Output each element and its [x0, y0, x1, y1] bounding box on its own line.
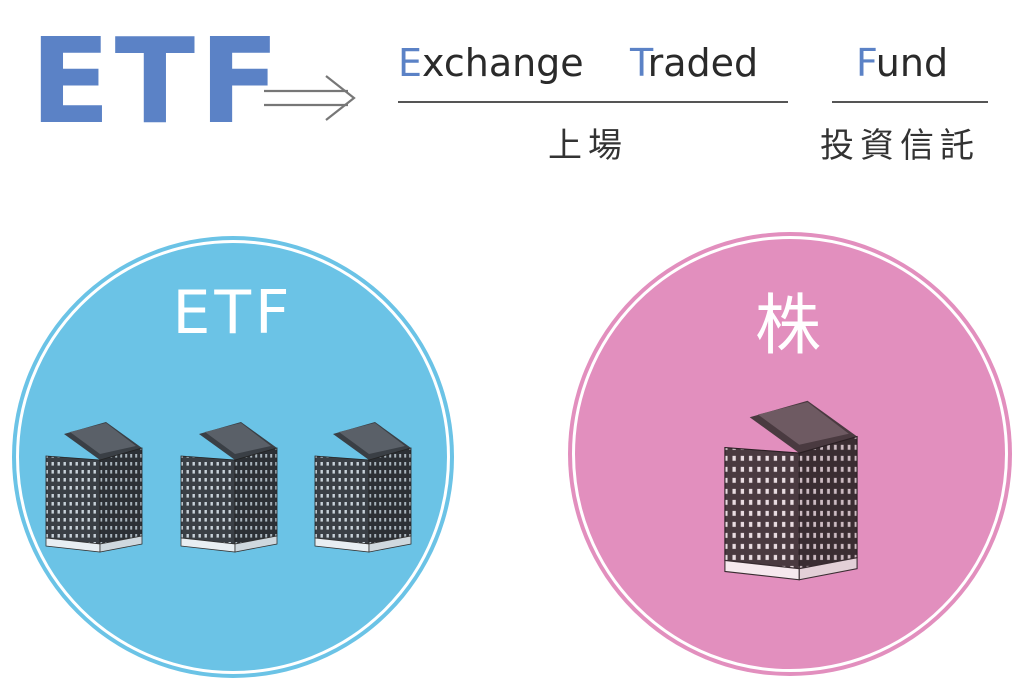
double-arrow-right-icon — [264, 75, 356, 121]
office-building-icon — [722, 398, 860, 588]
term-traded: Traded — [630, 44, 758, 82]
etf-circle-ring — [16, 240, 450, 674]
label-investment-trust: 投資信託 — [820, 126, 980, 166]
office-building-icon — [44, 420, 144, 558]
office-building-icon — [179, 420, 279, 558]
term-traded-rest: raded — [647, 41, 759, 85]
underline-listed — [398, 101, 788, 103]
term-fund: Fund — [856, 44, 948, 82]
term-exchange: Exchange — [398, 44, 584, 82]
label-listed: 上場 — [548, 126, 628, 166]
office-building-icon — [313, 420, 413, 558]
term-exchange-rest: xchange — [422, 41, 584, 85]
term-exchange-initial: E — [398, 41, 423, 85]
stock-circle-label: 株 — [755, 287, 825, 364]
term-fund-initial: F — [856, 41, 876, 85]
term-traded-initial: T — [630, 41, 648, 85]
term-fund-rest: und — [875, 41, 949, 85]
etf-circle-label: ETF — [172, 278, 294, 348]
underline-fund — [832, 101, 988, 103]
stock-circle: 株 — [568, 232, 1012, 676]
etf-title: ETF — [30, 12, 284, 150]
stock-circle-ring — [572, 236, 1008, 672]
